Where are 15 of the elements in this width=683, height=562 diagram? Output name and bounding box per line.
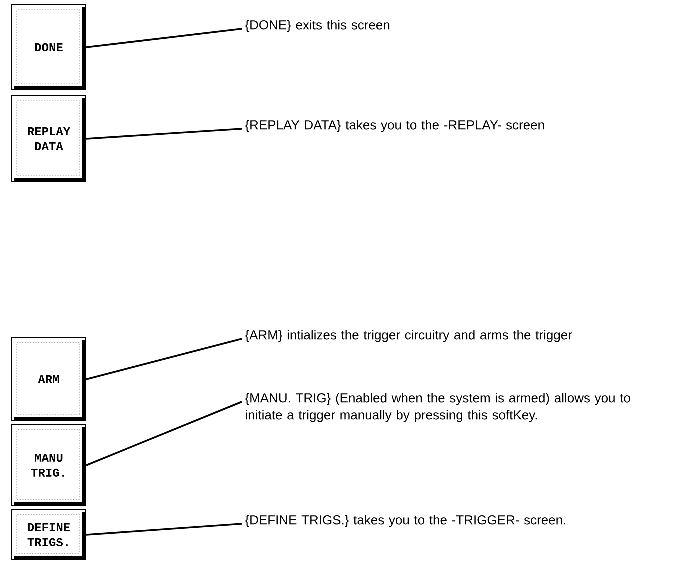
description-text: {MANU. TRIG} (Enabled when the system is armed) allows you to initiate a trigger manually by pressing this softKey. bbox=[245, 393, 630, 422]
description-text: {REPLAY DATA} takes you to the -REPLAY- screen bbox=[245, 120, 544, 132]
description-text: {DONE} exits this screen bbox=[245, 20, 390, 32]
softkey-button: REPLAY DATA bbox=[12, 96, 86, 182]
description-text: {DEFINE TRIGS.} takes you to the -TRIGGER- screen. bbox=[245, 515, 566, 528]
leader-line bbox=[86, 28, 242, 48]
leader-line bbox=[86, 401, 242, 466]
leader-line bbox=[86, 128, 242, 140]
softkey-button: ARM bbox=[12, 338, 86, 422]
softkey-button: DONE bbox=[12, 4, 86, 90]
softkey-button: MANU TRIG. bbox=[12, 424, 86, 506]
softkey-button: DEFINE TRIGS. bbox=[12, 509, 86, 560]
leader-line bbox=[86, 523, 242, 536]
leader-line bbox=[86, 338, 242, 380]
description-text: {ARM} intializes the trigger circuitry and arms the trigger bbox=[245, 330, 572, 342]
